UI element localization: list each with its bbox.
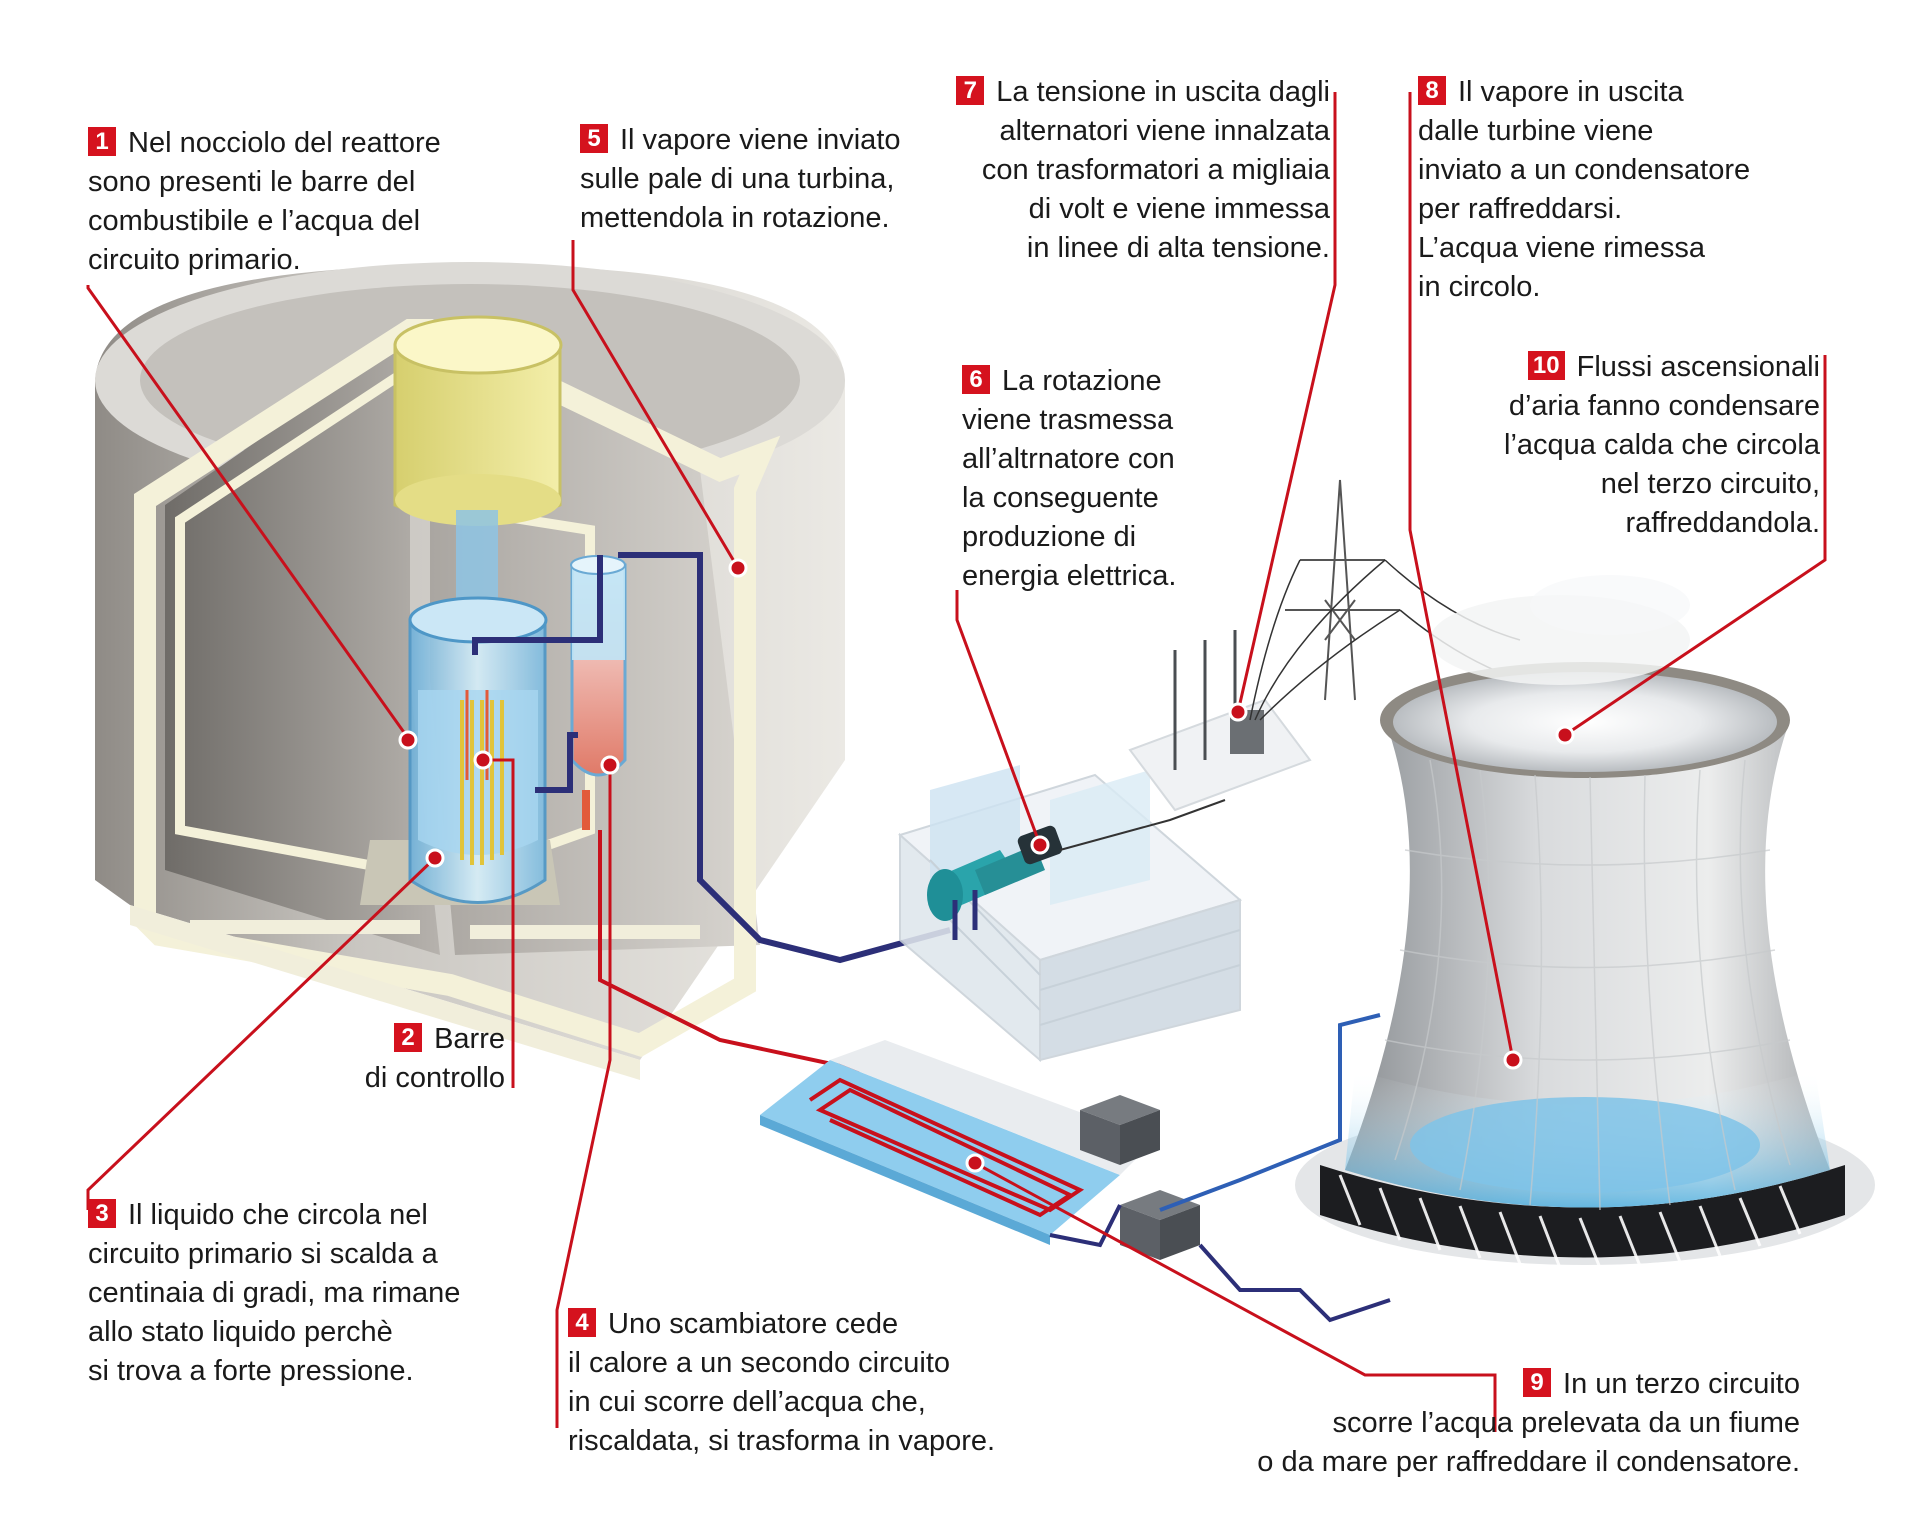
callout-3-line: si trova a forte pressione. — [88, 1355, 414, 1387]
callout-4-number: 4 — [568, 1308, 596, 1337]
marker-3 — [425, 848, 445, 868]
third-circuit-pipes — [1049, 1013, 1391, 1323]
callout-5: 5 Il vapore viene inviato sulle pale di u… — [580, 121, 901, 238]
callout-5-number: 5 — [580, 124, 608, 153]
callout-3: 3 Il liquido che circola nel circuito pri… — [88, 1196, 460, 1391]
callout-6-line: La rotazione — [1002, 365, 1162, 397]
marker-1 — [398, 730, 418, 750]
leader-1 — [86, 285, 410, 739]
callout-10: 10 Flussi ascensionali d’aria fanno conde… — [1410, 348, 1820, 543]
callout-6-line: la conseguente — [962, 482, 1159, 514]
hot-circuit-pipes — [598, 830, 861, 1072]
reactor-dome — [393, 315, 563, 526]
callout-4-line: il calore a un secondo circuito — [568, 1347, 951, 1379]
primary-circuit-pipes — [472, 552, 951, 964]
callout-4-line: Uno scambiatore cede — [608, 1308, 899, 1340]
callout-6-number: 6 — [962, 365, 990, 394]
callout-7-line: con trasformatori a migliaia — [981, 154, 1330, 186]
callout-10-line: Flussi ascensionali — [1576, 351, 1820, 383]
callout-8-line: per raffreddarsi. — [1418, 193, 1623, 225]
callout-2: 2 Barre di controllo — [330, 1020, 505, 1098]
leader-10 — [1564, 355, 1827, 737]
callout-7: 7 La tensione in uscita dagli alternatori… — [920, 73, 1330, 268]
callout-3-line: Il liquido che circola nel — [128, 1199, 428, 1231]
callout-1: 1 Nel nocciolo del reattore sono presenti… — [88, 124, 441, 280]
callout-8-line: L’acqua viene rimessa — [1418, 232, 1705, 264]
leader-lines — [86, 92, 1827, 1432]
callout-3-number: 3 — [88, 1199, 116, 1228]
marker-6 — [1030, 835, 1050, 855]
leader-4 — [555, 765, 612, 1428]
callout-6-line: produzione di — [962, 521, 1137, 553]
callout-8: 8 Il vapore in uscita dalle turbine viene… — [1418, 73, 1750, 307]
callout-7-line: di volt e viene immessa — [1028, 193, 1330, 225]
callout-6-line: energia elettrica. — [962, 560, 1177, 592]
callout-9-number: 9 — [1523, 1368, 1552, 1397]
callout-3-line: allo stato liquido perchè — [88, 1316, 393, 1348]
marker-8 — [1503, 1050, 1523, 1070]
callout-1-line: circuito primario. — [88, 244, 301, 276]
callout-5-line: sulle pale di una turbina, — [580, 163, 895, 195]
fuel-rods — [460, 700, 504, 865]
callout-4-line: in cui scorre dell’acqua che, — [568, 1386, 926, 1418]
callout-6-line: viene trasmessa — [962, 404, 1174, 436]
callout-9-line: In un terzo circuito — [1563, 1368, 1800, 1400]
leader-6 — [955, 590, 1042, 846]
callout-10-line: nel terzo circuito, — [1600, 468, 1820, 500]
leader-dots — [398, 558, 1575, 1173]
cooling-tower — [1295, 575, 1875, 1269]
callout-7-number: 7 — [956, 76, 985, 105]
callout-10-line: d’aria fanno condensare — [1508, 390, 1820, 422]
leader-7 — [1236, 92, 1337, 713]
callout-2-number: 2 — [394, 1023, 423, 1052]
callout-1-number: 1 — [88, 127, 116, 156]
callout-6-line: all’altrnatore con — [962, 443, 1175, 475]
callout-10-number: 10 — [1527, 351, 1565, 380]
callout-7-line: alternatori viene innalzata — [999, 115, 1330, 147]
marker-10 — [1555, 725, 1575, 745]
callout-2-line: Barre — [434, 1023, 505, 1055]
callout-2-line: di controllo — [364, 1062, 505, 1094]
callout-7-line: in linee di alta tensione. — [1026, 232, 1330, 264]
leader-2 — [483, 758, 515, 1088]
marker-4 — [600, 755, 620, 775]
callout-8-line: Il vapore in uscita — [1458, 76, 1684, 108]
callout-10-line: raffreddandola. — [1625, 507, 1820, 539]
marker-2 — [473, 750, 493, 770]
marker-7 — [1228, 702, 1248, 722]
callout-1-line: combustibile e l’acqua del — [88, 205, 421, 237]
callout-8-line: inviato a un condensatore — [1418, 154, 1751, 186]
callout-1-line: sono presenti le barre del — [88, 166, 416, 198]
callout-9: 9 In un terzo circuito scorre l’acqua pre… — [1220, 1365, 1800, 1482]
marker-5 — [728, 558, 748, 578]
callout-10-line: l’acqua calda che circola — [1504, 429, 1820, 461]
callout-4-line: riscaldata, si trasforma in vapore. — [568, 1425, 996, 1457]
power-cable — [1059, 799, 1226, 851]
callout-1-line: Nel nocciolo del reattore — [128, 127, 441, 159]
callout-5-line: mettendola in rotazione. — [580, 202, 890, 234]
callout-9-line: scorre l’acqua prelevata da un fiume — [1332, 1407, 1800, 1439]
condenser-coil — [808, 1077, 1085, 1218]
callout-9-line: o da mare per raffreddare il condensator… — [1257, 1446, 1800, 1478]
callout-8-line: dalle turbine viene — [1418, 115, 1654, 147]
callout-4: 4 Uno scambiatore cede il calore a un sec… — [568, 1305, 995, 1461]
pump-upper — [1080, 1095, 1160, 1165]
marker-9 — [965, 1153, 985, 1173]
leader-9 — [974, 1161, 1497, 1432]
leader-5 — [571, 240, 740, 569]
callout-3-line: centinaia di gradi, ma rimane — [88, 1277, 461, 1309]
callout-5-line: Il vapore viene inviato — [620, 124, 901, 156]
callout-8-line: in circolo. — [1418, 271, 1541, 303]
callout-3-line: circuito primario si scalda a — [88, 1238, 438, 1270]
callout-6: 6 La rotazione viene trasmessa all’altrna… — [962, 362, 1176, 596]
callout-8-number: 8 — [1418, 76, 1446, 105]
callout-7-line: La tensione in uscita dagli — [996, 76, 1330, 108]
leader-8 — [1408, 92, 1515, 1061]
